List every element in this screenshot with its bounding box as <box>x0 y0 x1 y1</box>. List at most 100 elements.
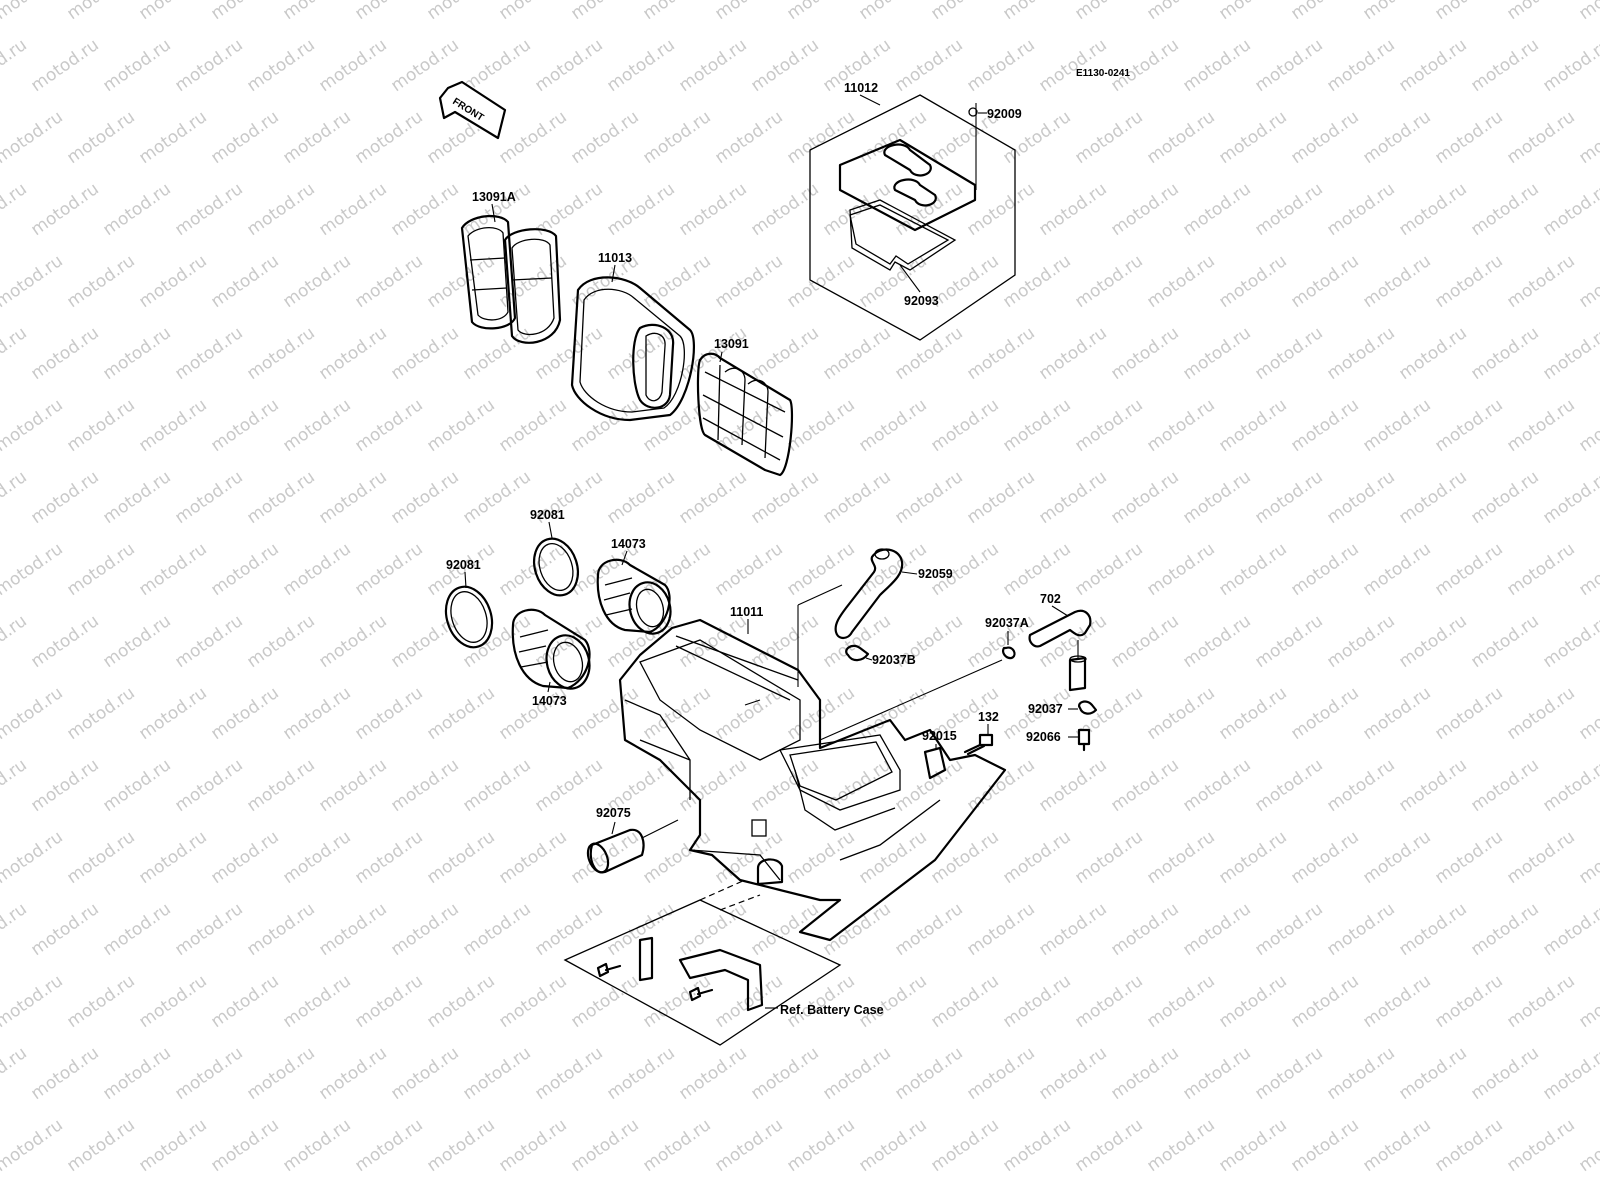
watermark-text: motod.ru <box>1539 323 1600 384</box>
callout-132: 132 <box>978 710 999 724</box>
watermark-text: motod.ru <box>1359 107 1434 168</box>
watermark-text: motod.ru <box>1287 683 1362 744</box>
watermark-text: motod.ru <box>1287 395 1362 456</box>
watermark-text: motod.ru <box>747 179 822 240</box>
watermark-text: motod.ru <box>1431 827 1506 888</box>
drain-plug <box>586 828 645 874</box>
watermark-text: motod.ru <box>243 611 318 672</box>
watermark-text: motod.ru <box>567 0 642 24</box>
watermark-text: motod.ru <box>1251 899 1326 960</box>
watermark-text: motod.ru <box>567 971 642 1032</box>
watermark-text: motod.ru <box>351 827 426 888</box>
watermark-text: motod.ru <box>711 827 786 888</box>
watermark-text: motod.ru <box>891 899 966 960</box>
watermark-text: motod.ru <box>99 35 174 96</box>
watermark-text: motod.ru <box>999 0 1074 24</box>
watermark-text: motod.ru <box>1575 971 1600 1032</box>
watermark-text: motod.ru <box>1107 35 1182 96</box>
watermark-text: motod.ru <box>1323 179 1398 240</box>
watermark-text: motod.ru <box>639 395 714 456</box>
watermark-text: motod.ru <box>1035 35 1110 96</box>
air-filter-element <box>570 276 695 422</box>
watermark-text: motod.ru <box>1539 179 1600 240</box>
watermark-text: motod.ru <box>63 539 138 600</box>
watermark-text: motod.ru <box>279 107 354 168</box>
watermark-text: motod.ru <box>639 971 714 1032</box>
watermark-text: motod.ru <box>135 1115 210 1176</box>
watermark-text: motod.ru <box>1143 1115 1218 1176</box>
watermark-text: motod.ru <box>1503 251 1578 312</box>
watermark-text: motod.ru <box>0 323 31 384</box>
watermark-text: motod.ru <box>387 899 462 960</box>
callout-92037: 92037 <box>1028 702 1063 716</box>
watermark-text: motod.ru <box>171 611 246 672</box>
watermark-text: motod.ru <box>1215 539 1290 600</box>
watermark-text: motod.ru <box>1575 0 1600 24</box>
watermark-text: motod.ru <box>855 0 930 24</box>
watermark-text: motod.ru <box>963 899 1038 960</box>
watermark-text: motod.ru <box>1143 539 1218 600</box>
callout-92009: 92009 <box>987 107 1022 121</box>
watermark-text: motod.ru <box>1179 323 1254 384</box>
watermark-text: motod.ru <box>711 251 786 312</box>
callout-92075: 92075 <box>596 806 631 820</box>
watermark-text: motod.ru <box>0 0 67 24</box>
watermark-text: motod.ru <box>1143 0 1218 24</box>
watermark-text: motod.ru <box>387 1043 462 1104</box>
watermark-text: motod.ru <box>531 323 606 384</box>
watermark-text: motod.ru <box>999 971 1074 1032</box>
watermark-text: motod.ru <box>1431 107 1506 168</box>
watermark-text: motod.ru <box>1359 395 1434 456</box>
watermark-text: motod.ru <box>0 1043 31 1104</box>
watermark-text: motod.ru <box>423 395 498 456</box>
watermark-text: motod.ru <box>1575 539 1600 600</box>
watermark-text: motod.ru <box>243 35 318 96</box>
watermark-text: motod.ru <box>351 0 426 24</box>
watermark-text: motod.ru <box>567 107 642 168</box>
watermark-text: motod.ru <box>171 899 246 960</box>
watermark-text: motod.ru <box>1071 0 1146 24</box>
watermark-text: motod.ru <box>1251 611 1326 672</box>
watermark-text: motod.ru <box>1503 539 1578 600</box>
watermark-text: motod.ru <box>1035 1043 1110 1104</box>
band-upper <box>533 537 579 597</box>
watermark-text: motod.ru <box>27 35 102 96</box>
watermark-text: motod.ru <box>1467 755 1542 816</box>
watermark-text: motod.ru <box>243 179 318 240</box>
reference-battery-case: Ref. Battery Case <box>780 1003 884 1017</box>
watermark-text: motod.ru <box>1107 467 1182 528</box>
watermark-text: motod.ru <box>819 179 894 240</box>
cap-92066-icon <box>1077 728 1091 752</box>
watermark-text: motod.ru <box>1251 323 1326 384</box>
watermark-text: motod.ru <box>315 35 390 96</box>
watermark-text: motod.ru <box>1575 1115 1600 1176</box>
watermark-text: motod.ru <box>639 1115 714 1176</box>
watermark-text: motod.ru <box>1359 539 1434 600</box>
watermark-text: motod.ru <box>747 1043 822 1104</box>
watermark-text: motod.ru <box>999 395 1074 456</box>
watermark-text: motod.ru <box>603 467 678 528</box>
watermark-text: motod.ru <box>63 1115 138 1176</box>
watermark-text: motod.ru <box>135 395 210 456</box>
watermark-text: motod.ru <box>279 1115 354 1176</box>
watermark-text: motod.ru <box>0 251 67 312</box>
watermark-text: motod.ru <box>891 1043 966 1104</box>
watermark-text: motod.ru <box>0 467 31 528</box>
watermark-text: motod.ru <box>279 683 354 744</box>
watermark-text: motod.ru <box>495 971 570 1032</box>
watermark-text: motod.ru <box>387 179 462 240</box>
watermark-text: motod.ru <box>567 683 642 744</box>
watermark-text: motod.ru <box>423 1115 498 1176</box>
watermark-text: motod.ru <box>999 251 1074 312</box>
watermark-text: motod.ru <box>711 0 786 24</box>
watermark-text: motod.ru <box>1287 251 1362 312</box>
watermark-text: motod.ru <box>927 827 1002 888</box>
carburetor-holder-upper <box>596 558 672 635</box>
watermark-text: motod.ru <box>423 827 498 888</box>
callout-92066: 92066 <box>1026 730 1061 744</box>
watermark-text: motod.ru <box>1395 179 1470 240</box>
watermark-text: motod.ru <box>1431 251 1506 312</box>
watermark-text: motod.ru <box>999 1115 1074 1176</box>
watermark-text: motod.ru <box>495 683 570 744</box>
watermark-text: motod.ru <box>1035 467 1110 528</box>
